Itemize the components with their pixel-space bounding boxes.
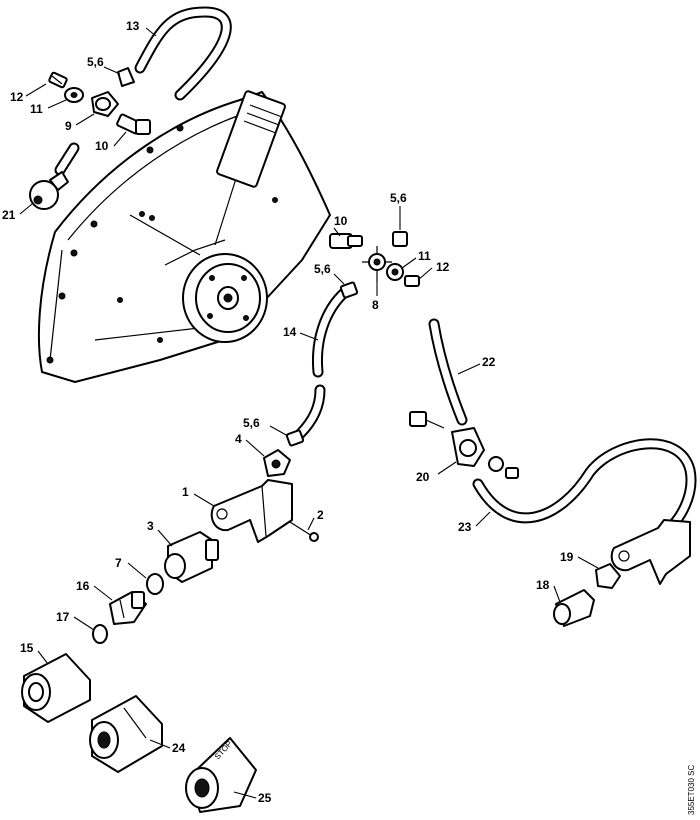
callout-4: 4 — [235, 432, 242, 446]
screw-12-right — [404, 275, 420, 287]
wheel-guard — [37, 90, 331, 383]
spray-nozzle-21 — [29, 171, 69, 210]
callout-8: 8 — [372, 298, 379, 312]
banjo-bolt-10-left — [116, 113, 151, 135]
callout-labels: 13 5,6 12 11 9 10 21 5,6 10 11 12 5,6 8 … — [2, 19, 574, 805]
callout-10-right: 10 — [334, 214, 348, 228]
callout-14: 14 — [283, 325, 297, 339]
hose-22 — [428, 318, 468, 426]
callout-12-right: 12 — [436, 260, 450, 274]
callout-22: 22 — [482, 355, 496, 369]
leader-lines — [19, 27, 599, 799]
nut-4 — [263, 449, 291, 477]
callout-7: 7 — [115, 556, 122, 570]
callout-5-6-top: 5,6 — [87, 55, 104, 69]
coupling-15 — [21, 653, 91, 723]
hose-14 — [294, 286, 351, 440]
hose-13 — [134, 6, 232, 101]
banjo-20 — [451, 427, 485, 467]
connector-18 — [553, 589, 595, 627]
callout-21: 21 — [2, 208, 16, 222]
nut-20-right — [488, 456, 519, 479]
distributor-8 — [362, 246, 392, 282]
callout-20: 20 — [416, 470, 430, 484]
screw-2 — [289, 521, 319, 542]
callout-11-left: 11 — [30, 102, 43, 116]
callout-24: 24 — [172, 741, 186, 755]
callout-5-6-lower: 5,6 — [243, 416, 260, 430]
callout-17: 17 — [56, 610, 70, 624]
callout-3: 3 — [147, 519, 154, 533]
callout-16: 16 — [76, 579, 90, 593]
bracket-1 — [210, 479, 293, 543]
callout-12-left: 12 — [10, 90, 24, 104]
nipple-5-6-lower — [285, 429, 305, 447]
callout-23: 23 — [458, 520, 472, 534]
drawing-code: 355ET030 SC — [687, 765, 696, 815]
nut-11-right — [386, 263, 404, 281]
valve-body-3 — [164, 531, 219, 583]
coupling-24 — [89, 695, 163, 773]
callout-13: 13 — [126, 19, 140, 33]
bracket-right — [610, 519, 691, 585]
callout-5-6-mid: 5,6 — [314, 262, 331, 276]
nut-19 — [595, 563, 621, 589]
hose-23 — [472, 438, 697, 536]
callout-15: 15 — [20, 641, 34, 655]
o-ring-17 — [92, 624, 108, 644]
nipple-5-6-mid — [339, 281, 359, 299]
hose-piece-left — [54, 142, 80, 176]
connector-16 — [109, 591, 147, 625]
screw-12-left — [48, 71, 68, 89]
coupling-25: STOP — [185, 737, 257, 813]
nipple-5-6-right — [392, 231, 408, 247]
banjo-bolt-10-right — [329, 233, 363, 249]
callout-19: 19 — [560, 550, 574, 564]
callout-25: 25 — [258, 791, 272, 805]
callout-9: 9 — [65, 119, 72, 133]
fitting-9 — [91, 91, 119, 117]
screw-20-bolt — [409, 411, 445, 429]
callout-1: 1 — [182, 485, 189, 499]
callout-5-6-right: 5,6 — [390, 191, 407, 205]
callout-2: 2 — [317, 508, 324, 522]
callout-11-right: 11 — [418, 249, 431, 263]
callout-18: 18 — [536, 578, 550, 592]
nipple-5-6-top — [117, 67, 135, 87]
nut-11-left — [64, 87, 84, 103]
o-ring-7 — [146, 573, 164, 595]
callout-10-left: 10 — [95, 139, 109, 153]
